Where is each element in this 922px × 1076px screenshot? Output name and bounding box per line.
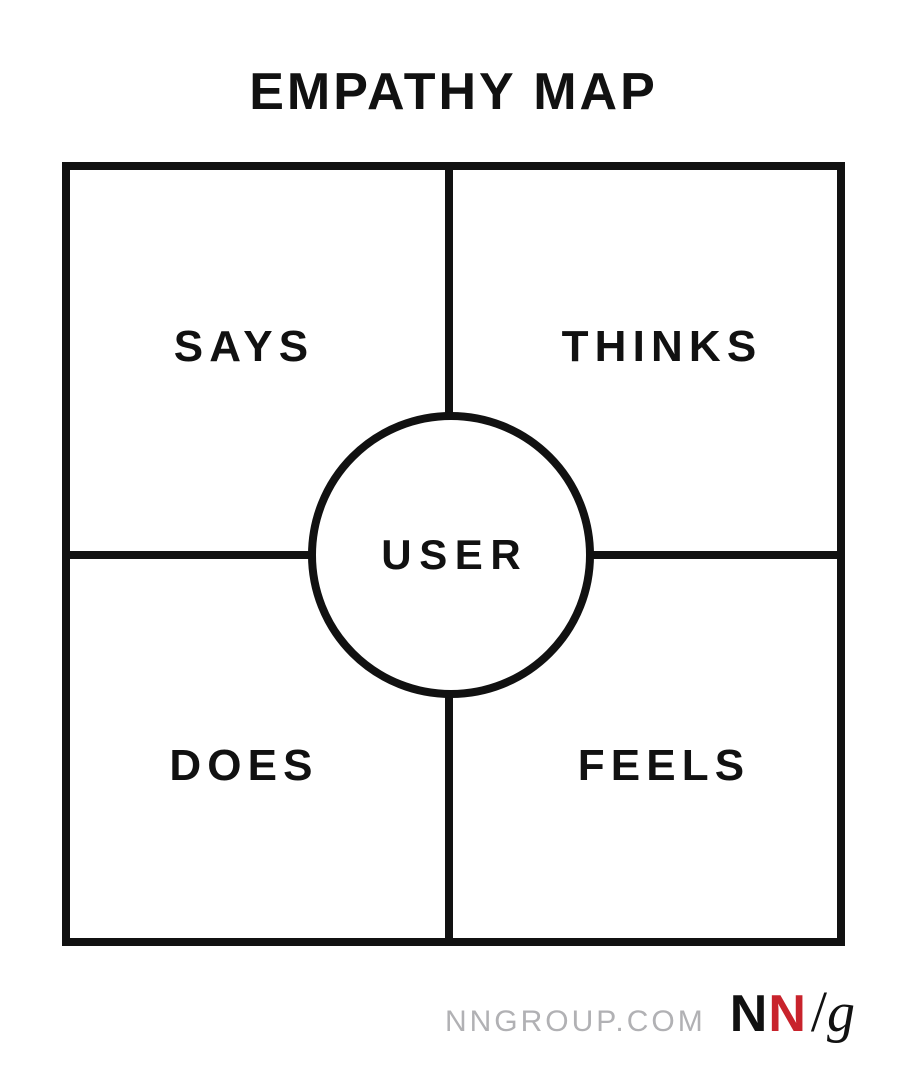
logo-slash: / <box>810 979 827 1044</box>
logo-letter-g: g <box>827 982 855 1044</box>
quadrant-label-does: DOES <box>169 741 319 790</box>
page-title: EMPATHY MAP <box>249 63 658 121</box>
empathy-map-grid: SAYS THINKS DOES FEELS USER <box>62 162 845 946</box>
user-label: USER <box>381 531 529 578</box>
quadrant-label-says: SAYS <box>173 322 315 371</box>
quadrant-label-feels: FEELS <box>577 741 751 790</box>
quadrant-label-thinks: THINKS <box>561 322 763 371</box>
logo-letter-n-red: N <box>768 985 807 1043</box>
nng-logo: N N / g <box>730 978 855 1045</box>
user-circle: USER <box>308 412 594 698</box>
website-text: NNGROUP.COM <box>444 1005 706 1038</box>
footer: NNGROUP.COM N N / g <box>445 978 855 1045</box>
logo-letter-n-black: N <box>729 985 769 1043</box>
